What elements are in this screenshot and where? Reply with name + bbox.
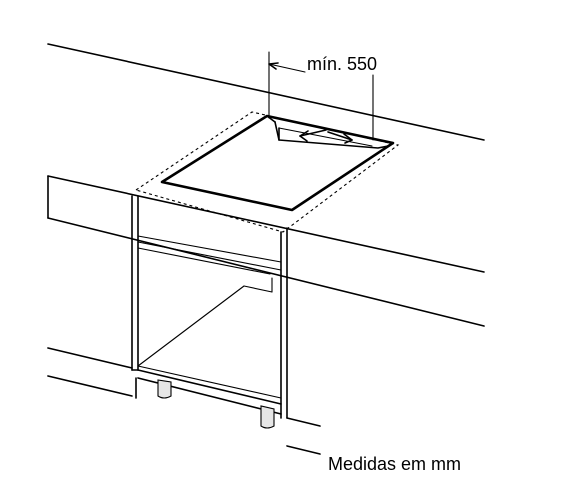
ventilation-arrows-icon (299, 129, 353, 144)
countertop (47, 43, 485, 327)
hob-dashed-outline (134, 111, 400, 233)
measurement-caption: Medidas em mm (328, 454, 461, 474)
cabinet-feet (157, 379, 275, 429)
floor-lines (47, 347, 321, 455)
dimension-lines (268, 51, 374, 141)
dimension-label: mín. 550 (307, 54, 377, 74)
countertop-cutout (160, 114, 395, 212)
cabinet (131, 195, 288, 419)
